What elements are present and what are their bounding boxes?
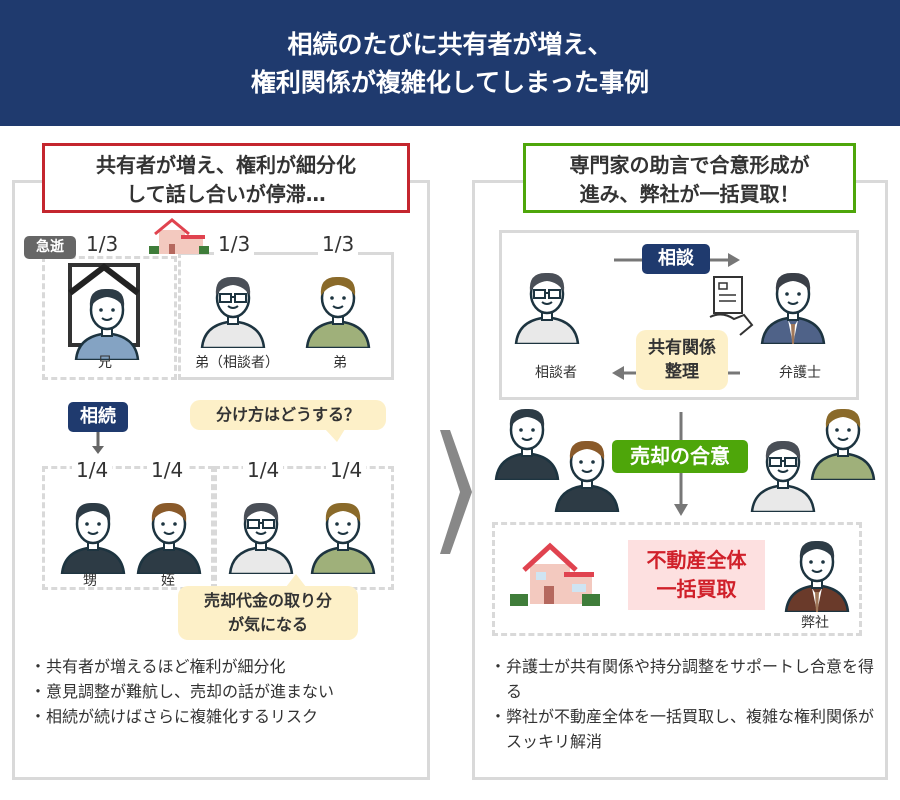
bubble-line: 売却代金の取り分 — [203, 591, 332, 610]
right-title-line-2: 進み、弊社が一括買取！ — [579, 182, 800, 206]
share-label: 1/3 — [318, 232, 359, 256]
consult-badge: 相談 — [642, 244, 710, 274]
left-bullet-list: ・共有者が増えるほど権利が細分化 ・意見調整が難航し、売却の話が進まない ・相続… — [30, 654, 415, 729]
younger-brother-worried-avatar — [308, 494, 378, 578]
person-icon — [810, 408, 876, 482]
bullet-item: ・弁護士が共有関係や持分調整をサポートし合意を得る — [490, 657, 875, 701]
person-icon — [305, 276, 371, 350]
label-nephew: 甥 — [83, 573, 97, 589]
share-label: 1/4 — [72, 458, 113, 482]
speech-bubble-proceeds: 売却代金の取り分 が気になる — [178, 586, 358, 640]
inheritance-badge: 相続 — [68, 402, 128, 432]
consultant-brother-avatar — [198, 268, 268, 352]
person-icon — [60, 502, 126, 576]
house-icon — [510, 542, 600, 606]
nephew-niece-box — [42, 466, 214, 590]
nephew-avatar — [492, 400, 562, 484]
bullet-item: ・共有者が増えるほど権利が細分化 — [30, 657, 286, 676]
person-icon — [554, 440, 620, 514]
label-consultant: 相談者 — [535, 365, 577, 381]
person-icon — [136, 502, 202, 576]
share-label: 1/4 — [326, 458, 367, 482]
left-title-line-2: して話し合いが停滞… — [126, 182, 326, 206]
younger-brother-avatar — [303, 268, 373, 352]
label-younger-brother: 弟 — [333, 355, 347, 371]
title-line-1: 相続のたびに共有者が増え、 — [287, 30, 613, 59]
house-icon — [149, 218, 209, 254]
share-label: 1/3 — [214, 232, 255, 256]
chevron-right-icon — [440, 430, 472, 554]
share-label: 1/4 — [147, 458, 188, 482]
bubble-tail — [286, 574, 306, 587]
purchase-line: 不動産全体 — [646, 548, 747, 572]
consultation-box — [499, 230, 859, 400]
person-icon — [228, 502, 294, 576]
label-elder-brother: 兄 — [98, 355, 112, 371]
nephew-avatar — [58, 494, 128, 578]
person-icon — [494, 408, 560, 482]
consultant-brother-worried-avatar — [226, 494, 296, 578]
bullet-item: ・相続が続けばさらに複雑化するリスク — [30, 707, 319, 726]
left-title-box: 共有者が増え、権利が細分化 して話し合いが停滞… — [42, 143, 410, 213]
niece-avatar — [134, 494, 204, 578]
person-icon — [760, 272, 826, 346]
title-line-2: 権利関係が複雑化してしまった事例 — [250, 68, 650, 97]
person-icon — [750, 440, 816, 514]
consultant-avatar — [748, 432, 818, 516]
siblings-box — [178, 252, 394, 380]
purchase-box — [492, 522, 862, 636]
sale-agreement-badge: 売却の合意 — [612, 440, 748, 473]
label-niece: 姪 — [161, 573, 175, 589]
bullet-item: ・意見調整が難航し、売却の話が進まない — [30, 682, 335, 701]
arrange-line: 共有関係 — [648, 338, 716, 358]
full-purchase-box: 不動産全体 一括買取 — [628, 540, 765, 610]
share-label: 1/3 — [82, 232, 123, 256]
person-icon — [74, 288, 140, 362]
bubble-tail — [325, 429, 345, 442]
sudden-death-badge: 急逝 — [24, 236, 76, 259]
left-title-line-1: 共有者が増え、権利が細分化 — [96, 153, 356, 177]
younger-brother-avatar — [808, 400, 878, 484]
lawyer-avatar — [758, 264, 828, 348]
label-consultant-brother: 弟（相談者） — [195, 355, 279, 371]
right-title-box: 専門家の助言で合意形成が 進み、弊社が一括買取！ — [523, 143, 856, 213]
right-title-line-1: 専門家の助言で合意形成が — [569, 153, 810, 177]
bullet-item: ・弊社が不動産全体を一括買取し、複雑な権利関係がスッキリ解消 — [490, 707, 875, 751]
consultant-avatar — [512, 264, 582, 348]
person-icon — [514, 272, 580, 346]
ownership-arrangement-box: 共有関係 整理 — [636, 330, 728, 390]
niece-avatar — [552, 432, 622, 516]
label-company: 弊社 — [801, 615, 829, 631]
document-hand-icon — [709, 276, 754, 336]
purchase-line: 一括買取 — [656, 577, 737, 601]
arrange-line: 整理 — [665, 362, 699, 382]
bubble-line: が気になる — [227, 615, 308, 634]
person-icon — [784, 540, 850, 614]
speech-bubble-division: 分け方はどうする？ — [190, 400, 386, 430]
right-bullet-list: ・弁護士が共有関係や持分調整をサポートし合意を得る ・弊社が不動産全体を一括買取… — [490, 654, 875, 754]
company-staff-avatar — [782, 532, 852, 616]
label-lawyer: 弁護士 — [779, 365, 821, 381]
header-banner: 相続のたびに共有者が増え、 権利関係が複雑化してしまった事例 — [0, 0, 900, 126]
person-icon — [310, 502, 376, 576]
share-label: 1/4 — [243, 458, 284, 482]
arrow-down-icon — [92, 432, 104, 454]
deceased-box — [42, 256, 177, 380]
person-icon — [200, 276, 266, 350]
brother-deceased-avatar — [72, 280, 142, 364]
